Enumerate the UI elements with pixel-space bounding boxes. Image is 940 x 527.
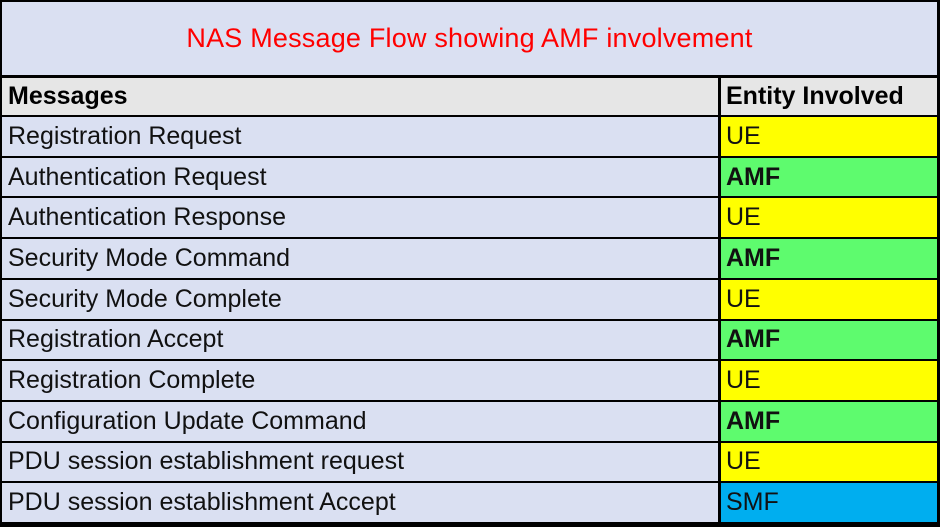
message-cell: Registration Request xyxy=(2,117,718,156)
entity-cell: AMF xyxy=(718,320,937,360)
message-cell: Configuration Update Command xyxy=(2,401,718,441)
entity-cell: SMF xyxy=(718,483,937,522)
entity-cell: AMF xyxy=(718,157,937,197)
title-bar: NAS Message Flow showing AMF involvement xyxy=(2,2,937,78)
entity-cell: UE xyxy=(718,361,937,400)
message-cell: Authentication Request xyxy=(2,157,718,197)
column-header-messages: Messages xyxy=(2,78,718,115)
column-header-entity-involved: Entity Involved xyxy=(718,78,937,115)
message-cell: PDU session establishment request xyxy=(2,442,718,482)
entity-cell: UE xyxy=(718,442,937,482)
entity-cell: UE xyxy=(718,198,937,238)
message-cell: Registration Accept xyxy=(2,320,718,360)
message-cell: Security Mode Complete xyxy=(2,279,718,319)
entity-cell: UE xyxy=(718,279,937,319)
page-title: NAS Message Flow showing AMF involvement xyxy=(186,23,753,53)
message-cell: PDU session establishment Accept xyxy=(2,483,718,522)
entity-cell: AMF xyxy=(718,401,937,441)
message-cell: Authentication Response xyxy=(2,198,718,238)
message-cell: Registration Complete xyxy=(2,361,718,400)
message-cell: Security Mode Command xyxy=(2,239,718,278)
entity-cell: UE xyxy=(718,117,937,156)
table-header-row: Messages Entity Involved xyxy=(2,78,937,117)
entity-cell: AMF xyxy=(718,239,937,278)
